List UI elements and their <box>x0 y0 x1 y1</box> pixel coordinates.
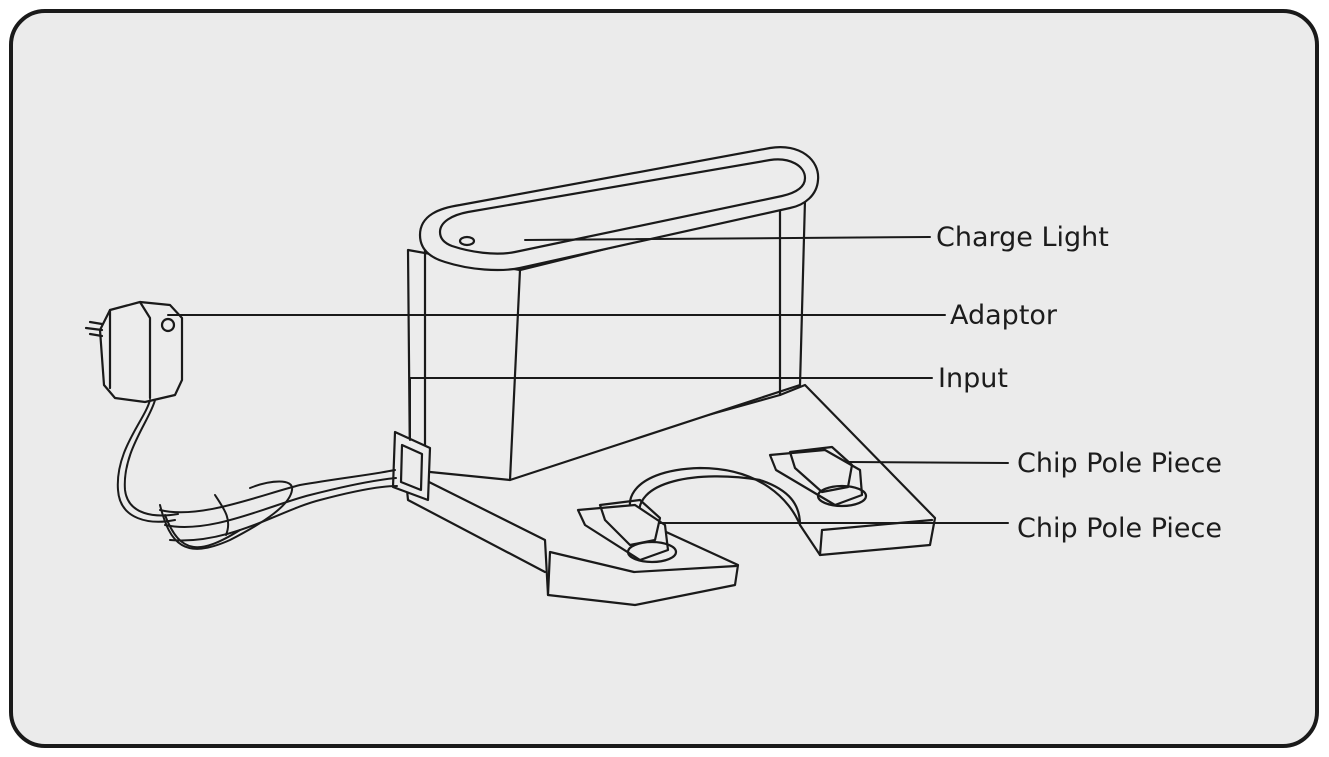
input-port <box>391 430 432 502</box>
dock-top-cap <box>418 146 820 272</box>
adaptor-shape <box>84 300 184 404</box>
leader-charge-light <box>524 236 931 241</box>
label-chip-pole-piece-left: Chip Pole Piece <box>1017 513 1222 544</box>
label-chip-pole-piece-right: Chip Pole Piece <box>1017 448 1222 479</box>
adaptor-cable <box>116 399 398 550</box>
leader-chip-pole-right <box>847 461 1009 464</box>
label-charge-light: Charge Light <box>936 222 1109 253</box>
label-adaptor: Adaptor <box>950 300 1058 331</box>
chip-pole-piece-right-shape <box>768 445 868 508</box>
leader-lines <box>167 236 1009 524</box>
chip-pole-piece-left-shape <box>576 498 678 564</box>
leader-input <box>409 377 933 441</box>
label-input: Input <box>938 363 1008 394</box>
